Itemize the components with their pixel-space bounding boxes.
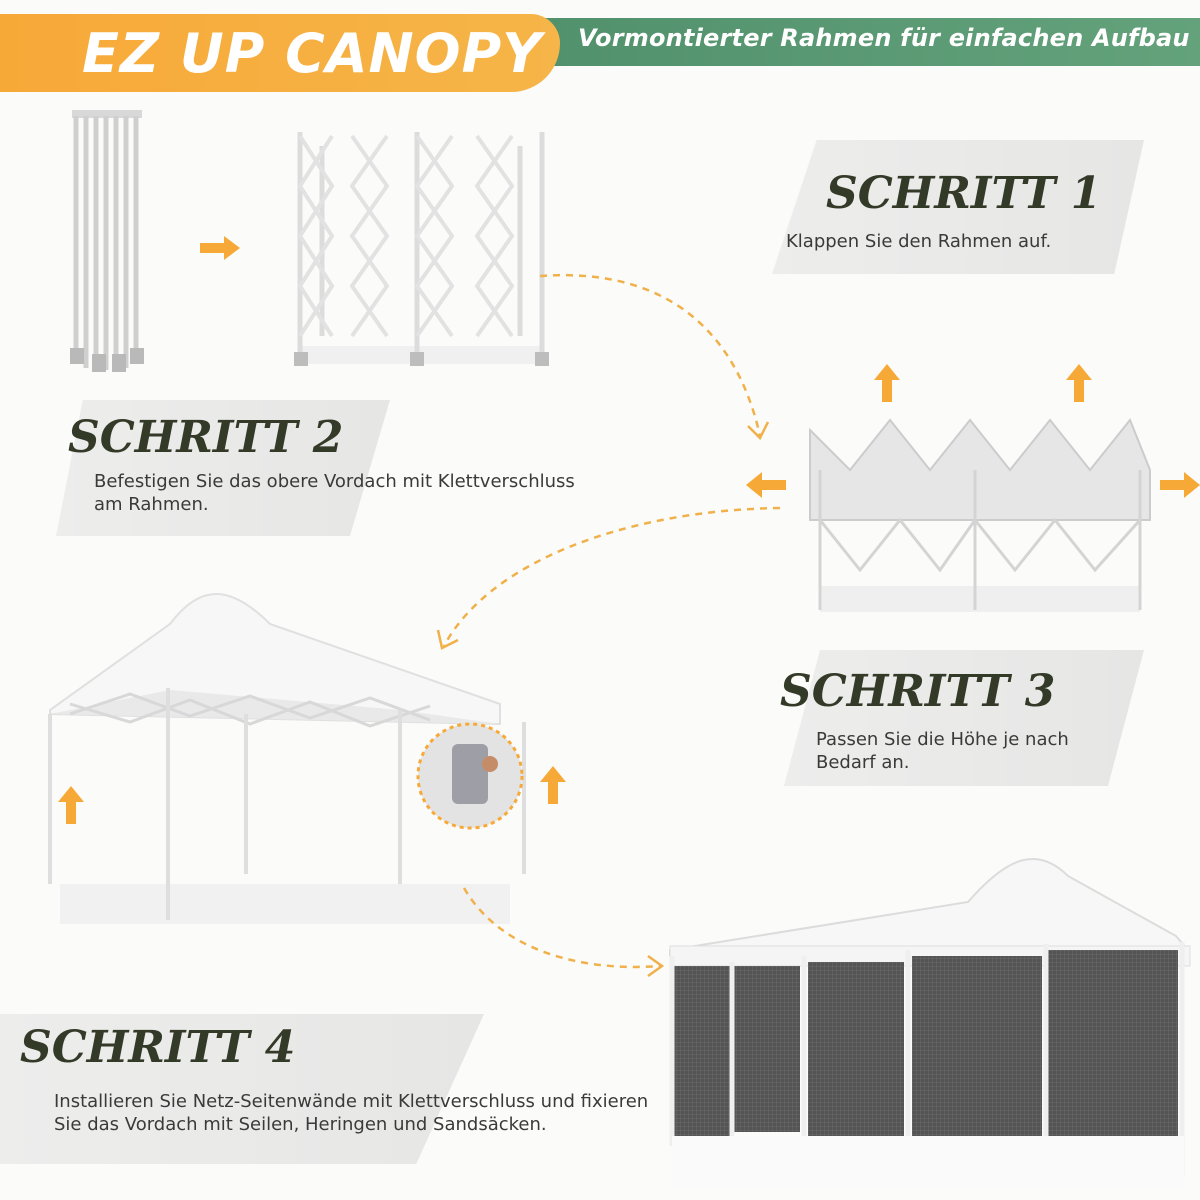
header-title: EZ UP CANOPY [82,22,543,85]
step2-line: Befestigen Sie das obere Vordach mit Kle… [94,471,575,492]
dashed-arrow-1 [539,273,770,441]
arrow-right-icon [200,236,240,260]
step4-text: Installieren Sie Netz-Seitenwände mit Kl… [54,1090,648,1136]
step2-line: am Rahmen. [94,494,209,515]
step4-panel [0,1014,484,1164]
header-orange-banner [0,14,560,92]
step2-text: Befestigen Sie das obere Vordach mit Kle… [94,470,575,516]
folded-frame-illustration [70,110,144,372]
step4-line: Sie das Vordach mit Seilen, Heringen und… [54,1114,547,1135]
step4-line: Installieren Sie Netz-Seitenwände mit Kl… [54,1091,649,1112]
step3-text: Passen Sie die Höhe je nach Bedarf an. [816,728,1069,774]
expanded-frame-illustration [294,132,549,366]
step2-panel [56,400,390,536]
assembled-tent-illustration [48,593,526,924]
arrow-up-icon [58,786,84,824]
step1-text: Klappen Sie den Rahmen auf. [786,230,1051,253]
arrow-left-icon [746,472,786,498]
mesh-tent-illustration [669,858,1191,1186]
dashed-arrow-2 [436,506,781,650]
arrow-right-icon [1160,472,1200,498]
arrow-up-icon [1066,364,1092,402]
header-green-banner [470,18,1200,66]
dashed-arrow-3 [462,887,665,978]
step1-line: Klappen Sie den Rahmen auf. [786,231,1052,252]
step3-title: SCHRITT 3 [780,666,1056,717]
step4-title: SCHRITT 4 [20,1022,296,1073]
step1-panel [772,140,1144,274]
step3-line: Passen Sie die Höhe je nach [816,729,1069,750]
step3-line: Bedarf an. [816,752,910,773]
header-subtitle: Vormontierter Rahmen für einfachen Aufba… [578,24,1190,52]
arrow-up-icon [540,766,566,804]
arrow-up-icon [874,364,900,402]
step2-title: SCHRITT 2 [68,412,344,463]
canopy-unfolding-illustration [809,418,1151,612]
step3-panel [784,650,1144,786]
step1-title: SCHRITT 1 [826,168,1102,219]
